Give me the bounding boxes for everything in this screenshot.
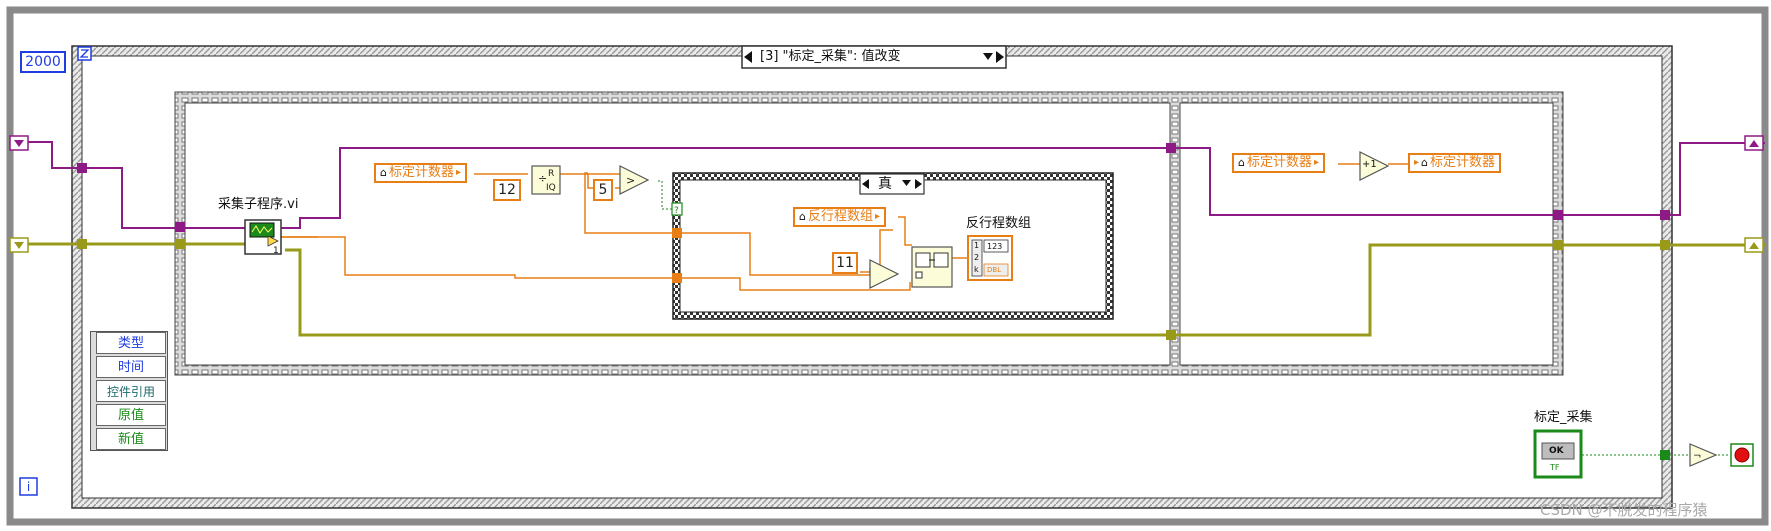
svg-text:i: i (27, 480, 30, 494)
boolean-button-terminal[interactable] (1533, 429, 1583, 479)
array-indicator-label: 反行程数组 (966, 216, 1032, 231)
flat-sequence (174, 91, 1564, 376)
reverse-array-read-label: 反行程数组 (807, 209, 873, 224)
svg-text:IQ: IQ (546, 183, 556, 193)
svg-text:>: > (626, 174, 635, 187)
home-icon: ⌂ (1421, 156, 1429, 169)
subvi-terminal-number: 1 (273, 246, 279, 256)
quotient-remainder-node: ÷ R IQ (531, 165, 561, 195)
svg-text:?: ? (674, 206, 679, 216)
array-value: 123 (987, 242, 1003, 251)
counter-read-node-2[interactable]: ⌂ 标定计数器 ▸ (1232, 153, 1326, 173)
counter-read-label-2: 标定计数器 (1246, 155, 1312, 170)
counter-read-node-1[interactable]: ⌂ 标定计数器 ▸ (374, 163, 468, 183)
home-icon: ⌂ (1238, 156, 1245, 169)
timeout-terminal-icon (77, 46, 92, 61)
arrow-right-icon: ▸ (875, 211, 881, 222)
event-data-ctlref: 控件引用 (96, 380, 166, 402)
button-ok-text: OK (1549, 446, 1564, 456)
svg-text:R: R (548, 169, 554, 179)
stop-terminal-icon (1730, 443, 1754, 467)
counter-write-node[interactable]: ▸ ⌂ 标定计数器 (1408, 153, 1502, 173)
shift-register-left (9, 135, 29, 253)
case-structure (672, 172, 1114, 320)
decrement-node (869, 259, 900, 289)
increment-label: +1 (1362, 159, 1377, 170)
array-index-0: 1 (974, 241, 980, 250)
counter-read-label-1: 标定计数器 (388, 165, 454, 180)
event-case-label: [3] "标定_采集": 值改变 (760, 49, 901, 64)
tunnels (77, 143, 1670, 460)
event-selector[interactable] (741, 45, 1007, 69)
case-selector-terminal: ? (671, 202, 683, 216)
array-indicator (967, 235, 1013, 281)
array-type-tag: DBL (987, 266, 1002, 274)
subvi-label: 采集子程序.vi (218, 197, 299, 212)
arrow-right-icon: ▸ (1314, 157, 1320, 168)
constant-5: 5 (593, 179, 613, 201)
shift-register-right (1744, 135, 1764, 253)
event-data-oldval: 原值 (96, 404, 166, 426)
timeout-constant: 2000 (20, 51, 66, 73)
arrow-right-icon: ▸ (1414, 157, 1420, 168)
button-label: 标定_采集 (1534, 410, 1593, 425)
constant-11: 11 (832, 252, 858, 274)
greater-than-node: > (619, 165, 650, 195)
home-icon: ⌂ (799, 210, 806, 223)
case-selector[interactable] (859, 173, 925, 195)
counter-write-label: 标定计数器 (1430, 155, 1496, 170)
not-gate-node: ¬ (1689, 443, 1718, 467)
constant-12: 12 (493, 179, 521, 201)
array-index-1: 2 (974, 253, 980, 262)
iteration-terminal-icon: i (19, 477, 38, 496)
reverse-array-read-node[interactable]: ⌂ 反行程数组 ▸ (793, 207, 887, 227)
event-data-type: 类型 (96, 332, 166, 354)
event-data-time: 时间 (96, 356, 166, 378)
button-type-tag: TF (1550, 463, 1560, 472)
array-index-2: k (974, 265, 979, 274)
increment-node (1359, 151, 1390, 181)
arrow-right-icon: ▸ (456, 167, 462, 178)
subvi-node[interactable] (244, 219, 282, 255)
wires (10, 141, 1765, 456)
event-data-newval: 新值 (96, 428, 166, 450)
replace-array-subset-node (911, 246, 953, 288)
svg-text:¬: ¬ (1693, 451, 1701, 462)
home-icon: ⌂ (380, 166, 387, 179)
watermark: CSDN @不脱发的程序猿 (1540, 501, 1708, 519)
svg-text:÷: ÷ (538, 172, 547, 185)
case-selector-value: 真 (878, 176, 892, 192)
